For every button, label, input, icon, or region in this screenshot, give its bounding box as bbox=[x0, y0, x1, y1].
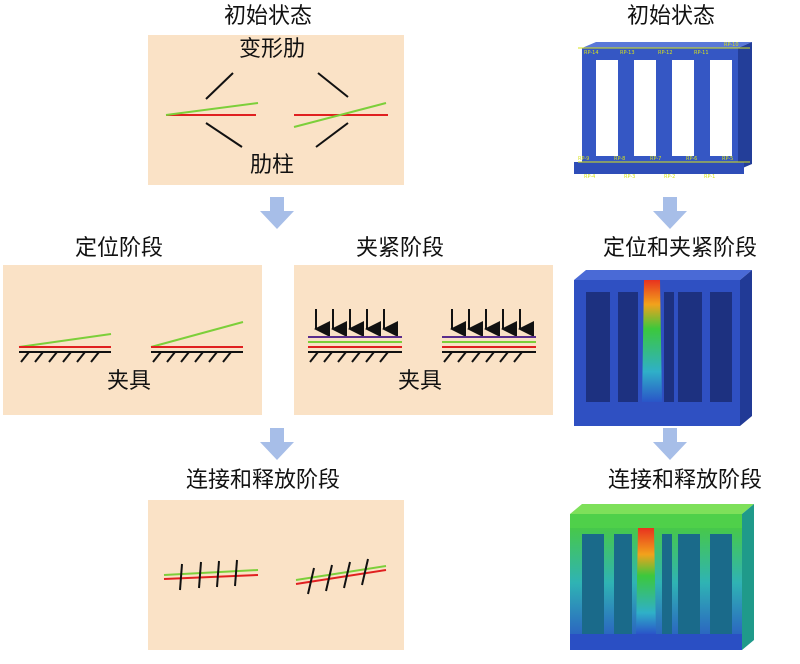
frame-opening bbox=[634, 60, 656, 156]
frame-top-flange bbox=[570, 514, 742, 528]
label-deform-rib: 变形肋 bbox=[239, 37, 306, 62]
frame-opening bbox=[672, 60, 694, 156]
frame-opening bbox=[678, 292, 702, 402]
rp-label: RP-9 bbox=[578, 156, 589, 162]
rib-line-green bbox=[293, 102, 387, 128]
fixture-hatch bbox=[309, 351, 389, 363]
rp-label: RP-7 bbox=[650, 156, 661, 162]
connect-diagram bbox=[163, 558, 387, 595]
pointer-line bbox=[205, 72, 234, 100]
rp-markers bbox=[578, 47, 750, 163]
fixture-hatch bbox=[20, 351, 100, 363]
frame-side-face bbox=[738, 42, 752, 170]
frame-opening bbox=[662, 534, 672, 634]
rp-label: RP-4 bbox=[584, 174, 595, 180]
rib-line-green bbox=[165, 102, 259, 116]
column-line-red bbox=[163, 574, 259, 580]
label-fixture-locate: 夹具 bbox=[107, 369, 152, 394]
frame-side-face bbox=[742, 504, 754, 650]
frame-opening bbox=[618, 292, 638, 402]
rib-line-green bbox=[163, 569, 259, 576]
stress-contour bbox=[636, 528, 656, 634]
title-locate-clamp: 定位和夹紧阶段 bbox=[603, 236, 758, 261]
panel-initial: 变形肋 肋柱 bbox=[148, 35, 404, 185]
rp-label: RP-8 bbox=[614, 156, 625, 162]
title-initial-left: 初始状态 bbox=[224, 4, 313, 29]
frame-opening bbox=[614, 534, 632, 634]
frame-opening bbox=[664, 292, 674, 402]
rp-label: RP-2 bbox=[664, 174, 675, 180]
frame-top-face bbox=[570, 504, 754, 514]
model-locate-clamp bbox=[574, 270, 752, 426]
title-initial-right: 初始状态 bbox=[627, 4, 716, 29]
rp-label: RP-3 bbox=[624, 174, 635, 180]
frame-opening bbox=[678, 534, 700, 634]
title-locate: 定位阶段 bbox=[75, 236, 164, 261]
reference-points: RP-14 RP-13 RP-12 RP-11 RP-10 RP-9 RP-8 … bbox=[578, 42, 739, 180]
rp-label: RP-10 bbox=[724, 42, 739, 48]
down-arrow-icon bbox=[653, 197, 687, 229]
down-arrow-icon bbox=[653, 428, 687, 460]
connectors bbox=[179, 559, 238, 591]
down-arrow-icon bbox=[260, 428, 294, 460]
fixture-hatch bbox=[152, 351, 232, 363]
title-clamp: 夹紧阶段 bbox=[356, 236, 445, 261]
frame-opening bbox=[710, 534, 732, 634]
frame-opening bbox=[596, 60, 618, 156]
frame-bottom-flange bbox=[570, 634, 742, 650]
panel-clamp: 夹具 bbox=[294, 265, 553, 415]
frame-opening bbox=[586, 292, 610, 402]
pointer-line bbox=[205, 122, 243, 148]
rp-label: RP-14 bbox=[584, 50, 599, 56]
initial-diagram bbox=[165, 72, 388, 148]
rp-label: RP-13 bbox=[620, 50, 635, 56]
frame-side-face bbox=[740, 270, 752, 426]
label-fixture-clamp: 夹具 bbox=[398, 369, 443, 394]
clamp-force-arrows bbox=[314, 309, 534, 337]
frame-top-face bbox=[574, 270, 752, 280]
frame-bottom-flange bbox=[574, 162, 744, 174]
rp-label: RP-12 bbox=[658, 50, 673, 56]
panel-locate: 夹具 bbox=[3, 265, 262, 415]
down-arrow-icon bbox=[260, 197, 294, 229]
clamp-diagram bbox=[308, 309, 536, 363]
frame-opening bbox=[710, 292, 732, 402]
rib-line-green bbox=[150, 321, 244, 348]
panel-connect bbox=[148, 500, 404, 650]
rib-line-green bbox=[18, 333, 112, 348]
frame-opening bbox=[710, 60, 732, 156]
pointer-line bbox=[317, 72, 349, 98]
model-connect-release bbox=[570, 504, 754, 650]
rp-label: RP-11 bbox=[694, 50, 709, 56]
locate-diagram bbox=[18, 321, 244, 363]
rp-label: RP-5 bbox=[722, 156, 733, 162]
rp-label: RP-1 bbox=[704, 174, 715, 180]
title-connect-release-left: 连接和释放阶段 bbox=[186, 468, 341, 493]
stress-contour bbox=[642, 280, 662, 402]
rp-label: RP-6 bbox=[686, 156, 697, 162]
fixture-hatch bbox=[443, 351, 523, 363]
connectors bbox=[307, 558, 369, 595]
title-connect-release-right: 连接和释放阶段 bbox=[608, 468, 763, 493]
label-rib-column: 肋柱 bbox=[250, 153, 295, 178]
frame-opening bbox=[582, 534, 604, 634]
model-initial: RP-14 RP-13 RP-12 RP-11 RP-10 RP-9 RP-8 … bbox=[574, 42, 752, 180]
pointer-line bbox=[315, 122, 349, 148]
frame-top-face bbox=[582, 42, 752, 48]
